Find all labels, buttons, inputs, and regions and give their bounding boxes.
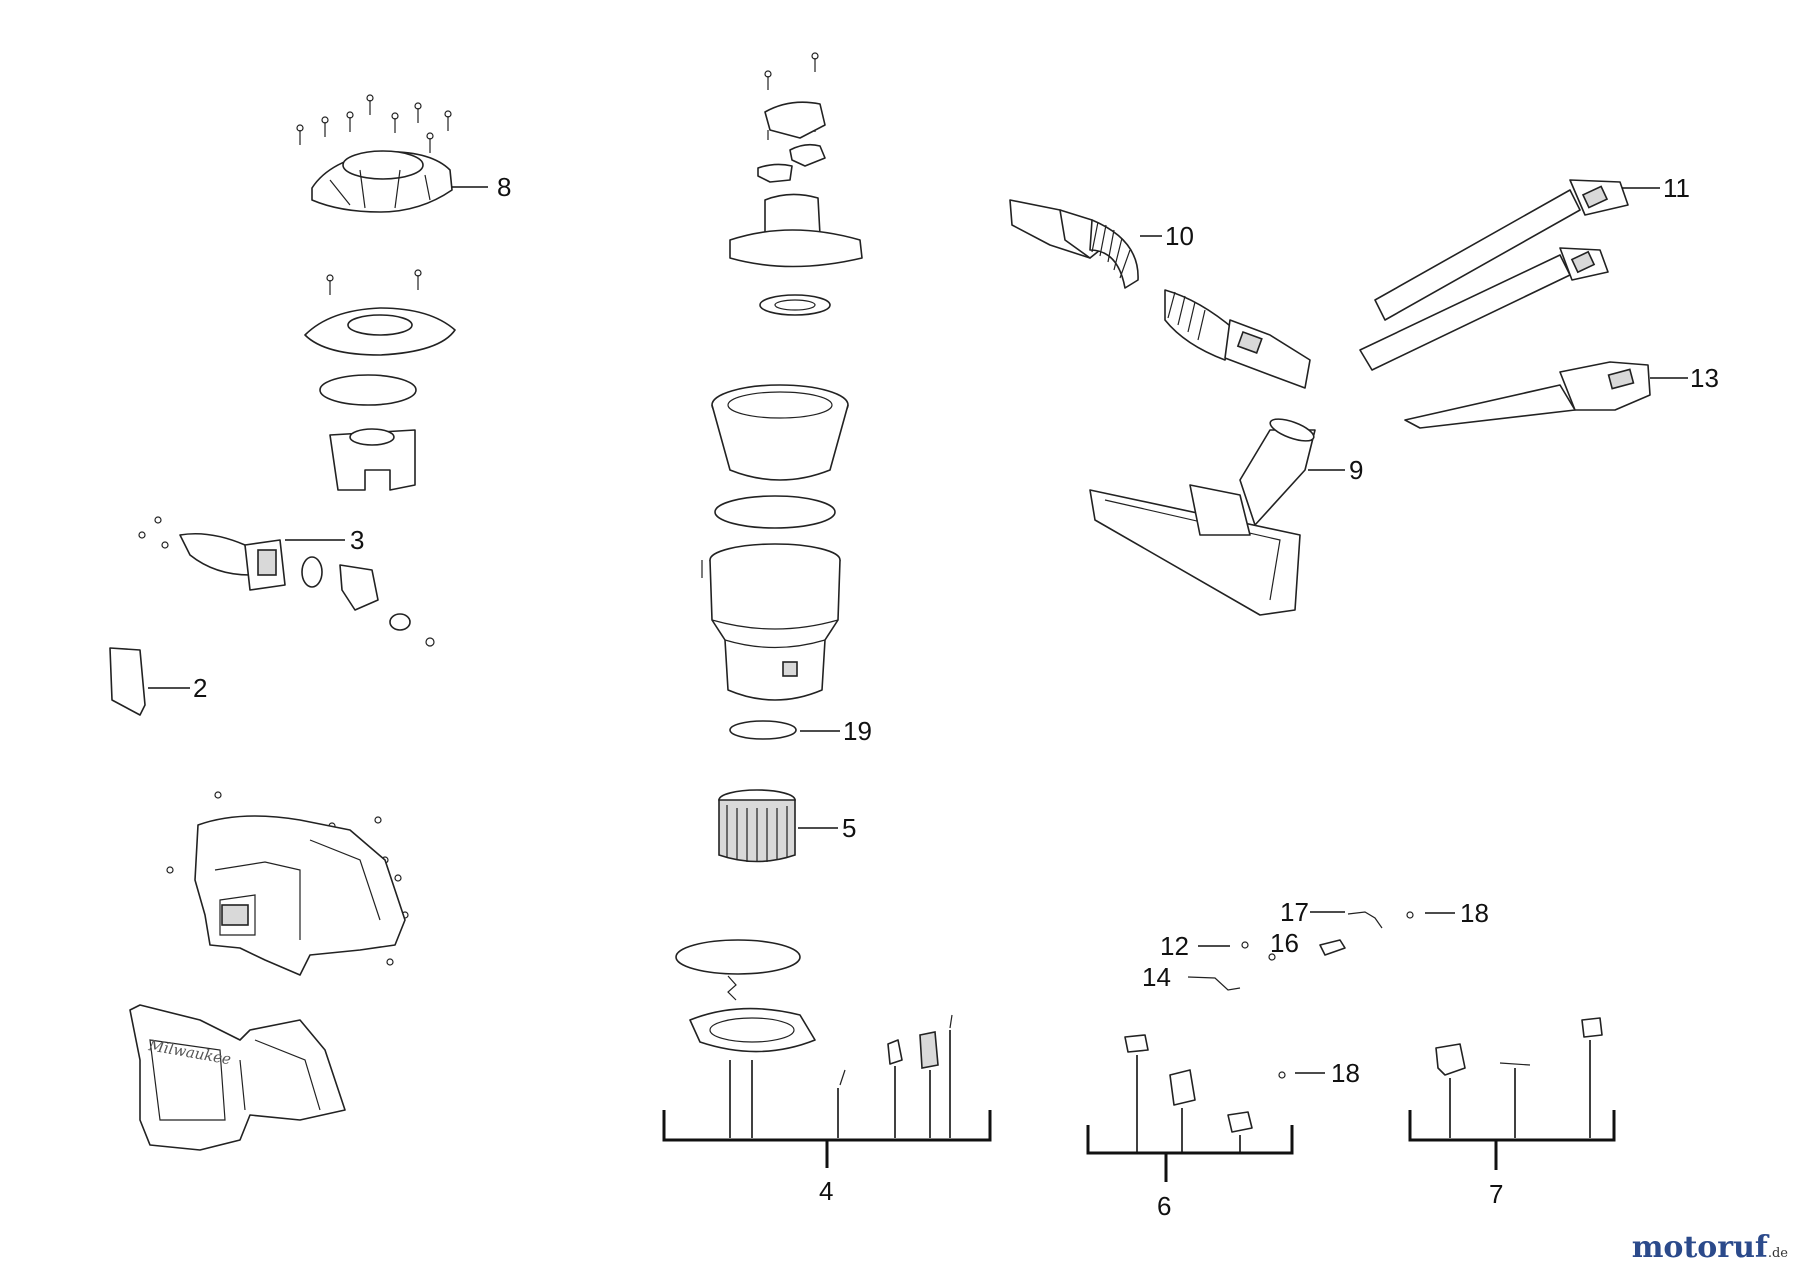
nozzle-assembly-part-3: 3	[138, 516, 435, 647]
callout-12: 12	[1160, 931, 1189, 961]
callout-11: 11	[1663, 173, 1690, 203]
screw-set	[296, 94, 452, 153]
callout-5: 5	[842, 813, 856, 843]
callout-18-upper: 18	[1460, 898, 1489, 928]
callout-8: 8	[497, 172, 511, 202]
callout-17: 17	[1280, 897, 1309, 927]
hose-part-10: 10	[1009, 199, 1311, 389]
lever-part-14: 14	[1142, 962, 1241, 992]
canister-seal-part-19: 19	[729, 716, 872, 746]
crevice-tool-part-13: 13	[1404, 361, 1719, 429]
callout-18-lower: 18	[1331, 1058, 1360, 1088]
label-plate-part-2: 2	[109, 647, 207, 716]
watermark-brand: motoruf	[1631, 1230, 1768, 1265]
dust-canister	[701, 543, 841, 701]
watermark-logo: motoruf.de	[1632, 1230, 1788, 1265]
filter-housing-top	[711, 384, 849, 529]
screw-part-12: 12	[1160, 931, 1249, 961]
extension-wand-part-11: 11	[1359, 173, 1690, 371]
pin-part-18-upper: 18	[1406, 898, 1489, 928]
kit-part-4: 4	[662, 939, 992, 1206]
latch-part-16: 16	[1268, 928, 1346, 961]
callout-6: 6	[1157, 1191, 1171, 1221]
motor-assembly	[729, 52, 863, 316]
floor-tool-part-9: 9	[1089, 418, 1363, 616]
callout-10: 10	[1165, 221, 1194, 251]
callout-4: 4	[819, 1176, 833, 1206]
pin-part-18-lower: 18	[1278, 1058, 1360, 1088]
callout-16: 16	[1270, 928, 1299, 958]
callout-19: 19	[843, 716, 872, 746]
callout-7: 7	[1489, 1179, 1503, 1209]
motor-plate-assembly	[304, 269, 456, 491]
kit-part-7: 7	[1408, 1017, 1616, 1209]
callout-9: 9	[1349, 455, 1363, 485]
top-cover-part-8: 8	[296, 94, 511, 213]
callout-14: 14	[1142, 962, 1171, 992]
callout-2: 2	[193, 673, 207, 703]
callout-3: 3	[350, 525, 364, 555]
filter-part-5: 5	[718, 789, 856, 863]
housing-half-left: Milwaukee	[129, 1004, 346, 1151]
kit-part-6: 6	[1086, 1034, 1294, 1221]
spring-part-17: 17	[1280, 897, 1383, 929]
callout-13: 13	[1690, 363, 1719, 393]
watermark-tld: .de	[1767, 1246, 1788, 1261]
housing-half-right	[166, 791, 409, 976]
